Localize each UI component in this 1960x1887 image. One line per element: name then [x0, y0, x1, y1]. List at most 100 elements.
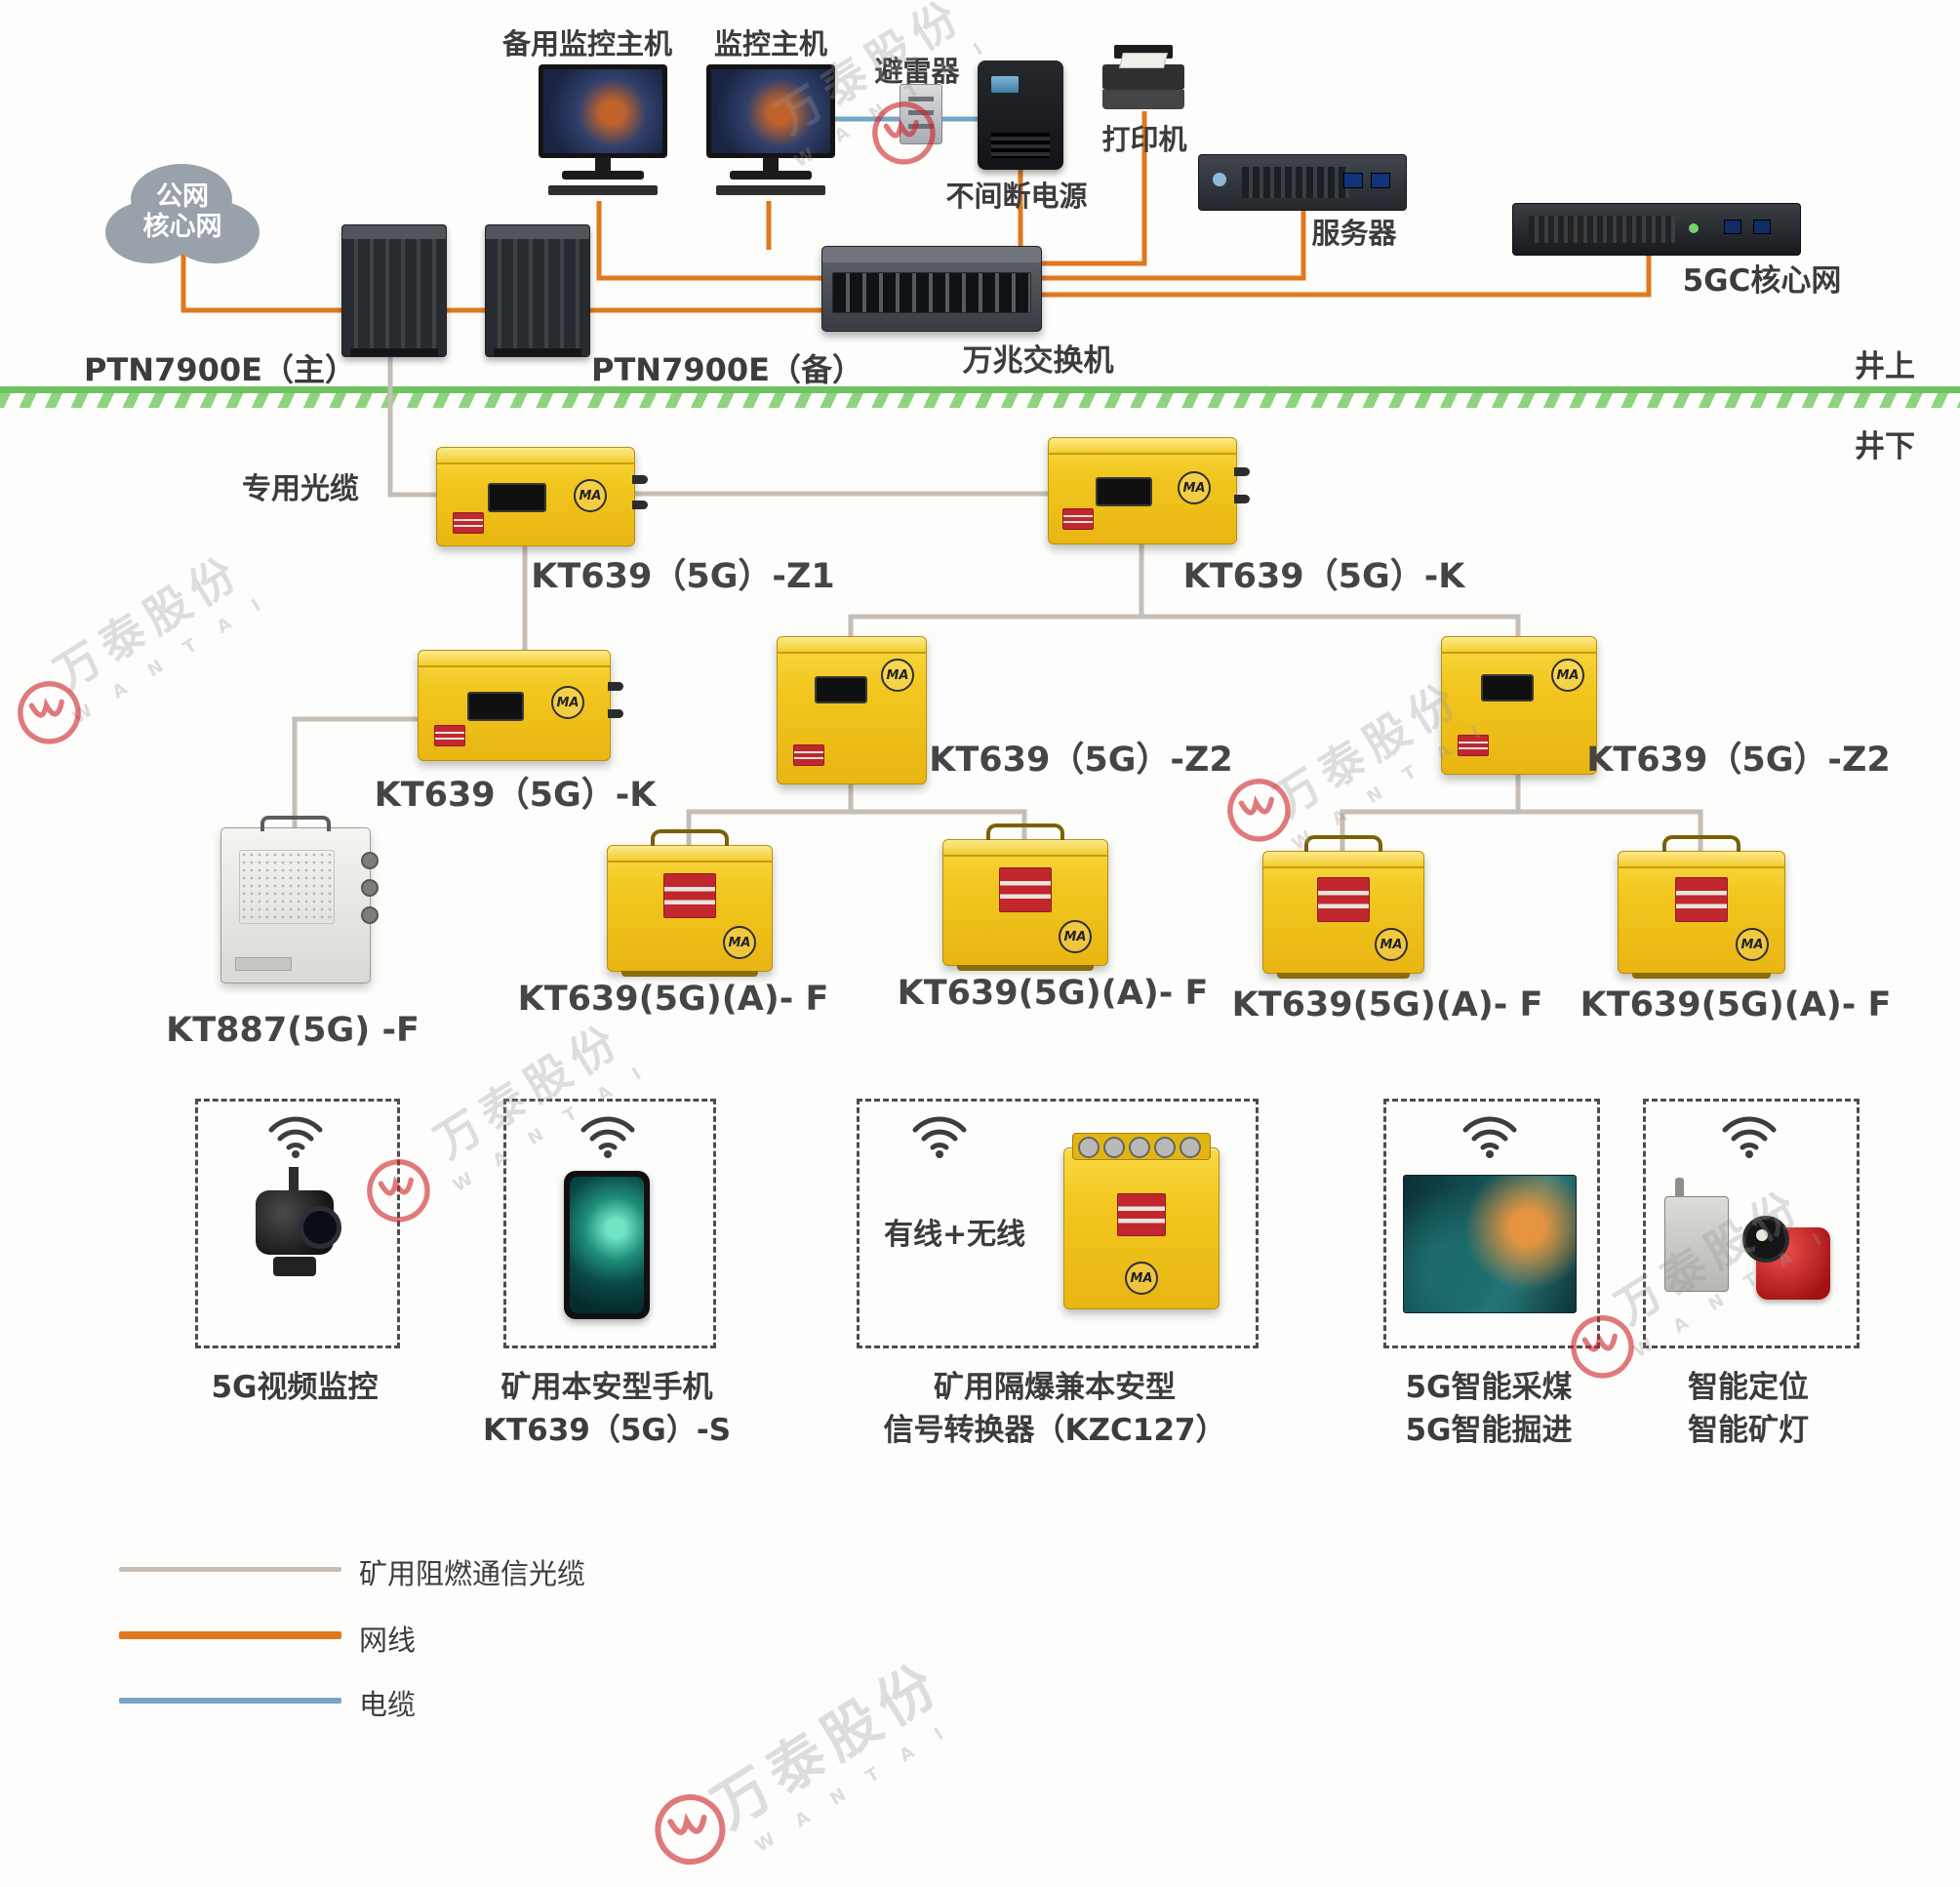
printer-paper [1119, 53, 1168, 68]
server-port [1343, 173, 1363, 188]
label-lamp-line2: 智能矿灯 [1688, 1413, 1809, 1448]
device-foot [350, 348, 438, 356]
device-lid [1049, 438, 1236, 455]
cloud-icon [105, 164, 260, 263]
cloud-label-line1: 公网 [156, 181, 209, 212]
printer-tray [1102, 90, 1184, 109]
af-station-2: MA [942, 823, 1108, 971]
device-port [361, 906, 379, 924]
ups-grille [991, 133, 1050, 158]
camera-bracket [289, 1167, 299, 1192]
label-z1: KT639（5G）-Z1 [531, 557, 835, 596]
label-monitor: 监控主机 [713, 27, 828, 60]
device-foot [494, 348, 581, 356]
label-10g-switch: 万兆交换机 [962, 343, 1114, 379]
red-tag [1317, 877, 1370, 922]
af-station-1: MA [607, 829, 773, 977]
server-vents [1242, 167, 1349, 198]
label-kt887: KT887(5G) -F [166, 1011, 420, 1050]
terminal-box-mining [1383, 1099, 1600, 1348]
5gc-core-device [1512, 203, 1801, 256]
phone-screen [570, 1177, 644, 1313]
connector [1180, 1137, 1201, 1158]
device-port [361, 879, 379, 897]
eth-server-to-switch [1035, 207, 1306, 281]
ma-badge: MA [1375, 928, 1408, 961]
red-tag [1117, 1193, 1166, 1236]
eth-printer-to-switch [1035, 111, 1147, 266]
red-tag [453, 512, 484, 534]
ptn7900e-main-device [341, 224, 447, 357]
server-device [1198, 154, 1407, 211]
device-handle [651, 829, 729, 849]
antenna [608, 709, 623, 718]
ptn7900e-backup-device [485, 224, 590, 357]
legend-line-cable [119, 1698, 341, 1704]
arrester-slot [908, 97, 934, 101]
surface-underground-divider [0, 386, 1960, 408]
connector [1078, 1137, 1100, 1158]
red-tag [434, 725, 465, 746]
rack-led [1689, 223, 1699, 233]
server-led [1213, 173, 1226, 186]
device-screen [1481, 674, 1534, 702]
fiber-ktop-to-z2s [848, 541, 1521, 640]
cloud-label-line2: 核心网 [142, 212, 222, 242]
fiber-z2right-to-af [1340, 771, 1703, 853]
device-port [361, 852, 379, 869]
antenna [632, 475, 648, 484]
label-k-top: KT639（5G）-K [1182, 557, 1465, 596]
lamp-head [1742, 1216, 1789, 1263]
device-antenna [1675, 1178, 1684, 1197]
positioning-device [1664, 1178, 1729, 1292]
label-dedicated-fiber: 专用光缆 [242, 472, 359, 506]
red-tag [793, 744, 824, 766]
fiber-ptn-to-z1 [387, 351, 438, 498]
label-z2-right: KT639（5G）-Z2 [1586, 741, 1891, 780]
device-lid [608, 846, 772, 863]
legend-line-fiber [119, 1567, 341, 1572]
backup-monitor-device [539, 64, 667, 195]
antenna [1234, 495, 1250, 503]
red-tag [1062, 508, 1094, 530]
base-station-z2-right: MA [1441, 636, 1597, 775]
label-backup-monitor: 备用监控主机 [501, 27, 673, 60]
label-mining-line2: 5G智能掘进 [1405, 1413, 1573, 1448]
antenna [608, 682, 623, 691]
label-converter-line1: 矿用隔爆兼本安型 [934, 1370, 1176, 1405]
eth-monitor1-to-switch [596, 201, 826, 281]
device-speckle-panel [239, 850, 335, 924]
divider-hatch [0, 393, 1960, 408]
lightning-arrester-device [900, 84, 942, 144]
monitor-neck [763, 158, 779, 171]
ma-badge: MA [881, 659, 914, 692]
device-feet [621, 971, 758, 977]
connector [1103, 1137, 1125, 1158]
ma-badge: MA [723, 926, 756, 959]
device-label-strip [235, 957, 292, 971]
arrester-slot [908, 110, 934, 115]
label-af2: KT639(5G)(A)- F [897, 974, 1209, 1013]
antenna [632, 501, 648, 509]
monitor-device [706, 64, 835, 195]
label-printer: 打印机 [1101, 123, 1187, 156]
rack-vents [1529, 216, 1675, 243]
rack-port [1753, 220, 1771, 234]
base-station-z1: MA [436, 447, 648, 546]
device-screen [815, 676, 867, 703]
rack-port [1724, 220, 1741, 234]
device-lid [419, 651, 610, 667]
printer-device [1102, 45, 1184, 109]
monitor-keyboard [716, 185, 825, 195]
label-mining-line1: 5G智能采煤 [1405, 1370, 1573, 1405]
ma-badge: MA [1736, 928, 1769, 961]
label-5gc-core: 5GC核心网 [1682, 263, 1842, 299]
mining-lamp-device [1742, 1216, 1830, 1300]
device-screen [488, 483, 546, 512]
monitor-screen [539, 64, 667, 158]
base-station-k-top: MA [1048, 437, 1250, 544]
kt887-device [220, 816, 379, 984]
ups-screen [991, 76, 1019, 93]
